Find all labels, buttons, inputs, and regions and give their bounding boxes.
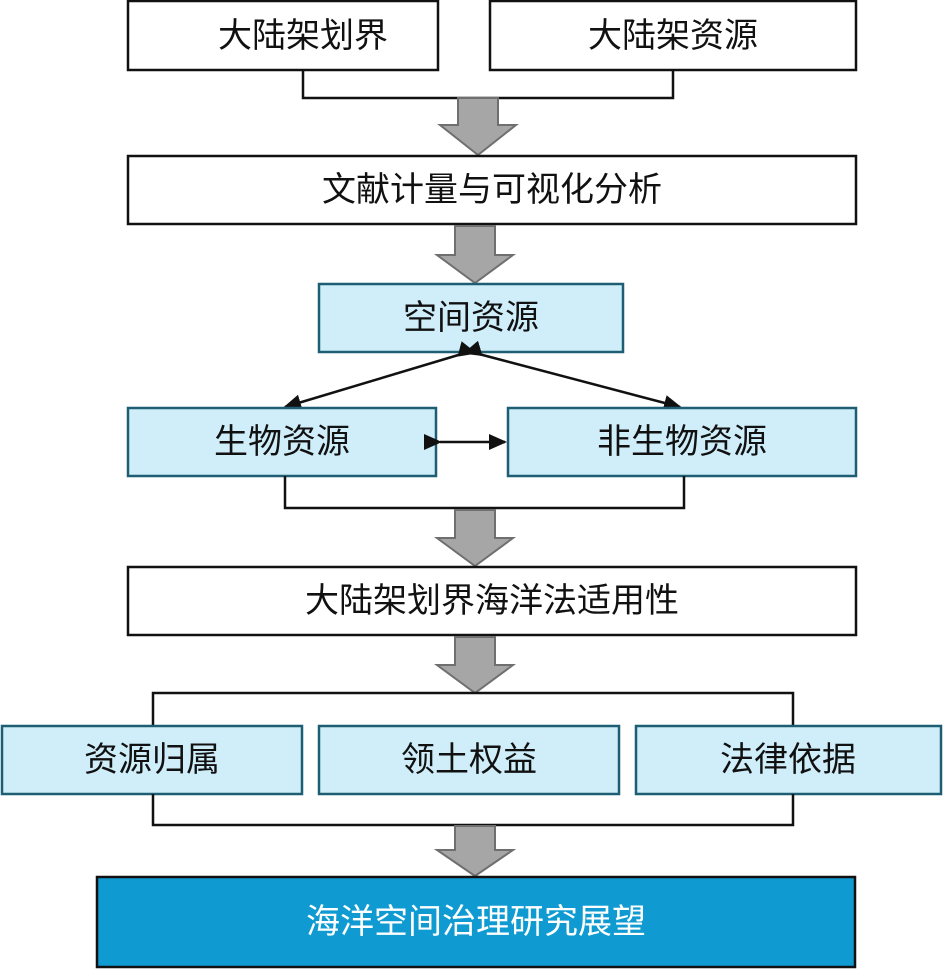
- flow-arrow-2: [433, 225, 517, 285]
- node-resources: 大陆架资源: [488, 0, 858, 72]
- node-legal-basis-label: 法律依据: [720, 740, 856, 780]
- node-bibliometrics-label: 文献计量与可视化分析: [322, 170, 662, 210]
- node-nonbiological: 非生物资源: [506, 406, 858, 478]
- node-applicability-label: 大陆架划界海洋法适用性: [305, 581, 679, 621]
- node-spatial-label: 空间资源: [403, 298, 539, 338]
- node-nonbiological-label: 非生物资源: [597, 422, 767, 462]
- bracket-lower-top: [151, 691, 795, 726]
- node-biological: 生物资源: [126, 406, 438, 478]
- node-legal-basis: 法律依据: [634, 724, 943, 796]
- node-outlook: 海洋空间治理研究展望: [95, 875, 857, 969]
- node-ownership: 资源归属: [0, 724, 304, 796]
- link-spatial-biological: [283, 340, 483, 411]
- node-outlook-label: 海洋空间治理研究展望: [306, 902, 646, 942]
- node-resources-label: 大陆架资源: [588, 16, 758, 56]
- node-ownership-label: 资源归属: [84, 740, 220, 780]
- link-spatial-nonbiological: [457, 341, 682, 411]
- node-territorial-label: 领土权益: [401, 740, 537, 780]
- flow-arrow-5: [433, 825, 517, 878]
- node-biological-label: 生物资源: [214, 422, 350, 462]
- node-territorial: 领土权益: [317, 724, 621, 796]
- node-bibliometrics: 文献计量与可视化分析: [126, 154, 858, 226]
- node-demarcation-label: 大陆架划界: [218, 16, 388, 56]
- bracket-lower-bottom: [151, 794, 795, 827]
- bracket-middle: [283, 476, 686, 510]
- node-spatial: 空间资源: [317, 282, 625, 354]
- node-applicability: 大陆架划界海洋法适用性: [126, 565, 858, 637]
- flow-arrow-1: [437, 97, 519, 157]
- bracket-top: [301, 70, 675, 100]
- flow-arrow-3: [433, 509, 517, 568]
- node-demarcation: 大陆架划界: [126, 0, 440, 72]
- flow-arrow-4: [433, 636, 517, 695]
